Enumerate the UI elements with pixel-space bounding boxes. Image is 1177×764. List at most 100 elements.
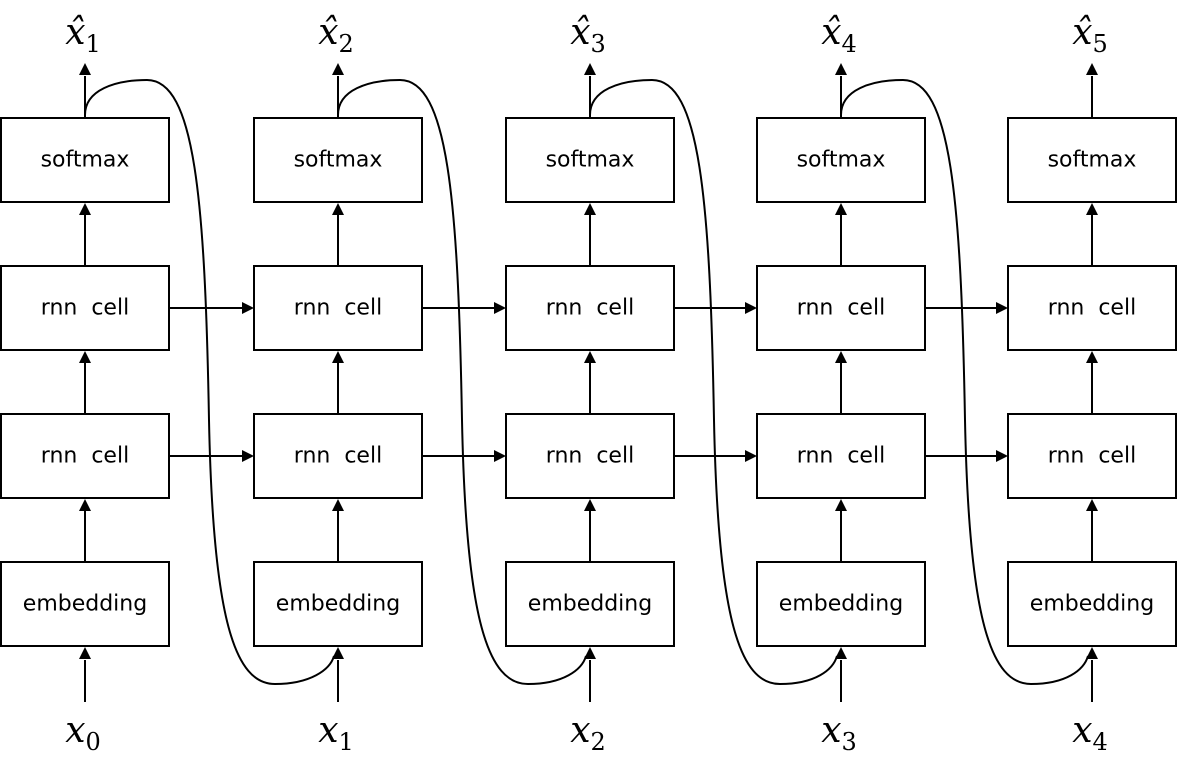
rnn-cell-lower-box: rnn cell — [0, 413, 170, 499]
input-label-2: x2 — [570, 710, 606, 756]
rnn-cell-lower-box-frame — [1007, 413, 1177, 499]
rnn-cell-lower-box-label: rnn cell — [797, 444, 885, 469]
rnn-cell-upper-box-frame — [253, 265, 423, 351]
embedding-box-label: embedding — [23, 592, 147, 617]
rnn-cell-upper-box: rnn cell — [756, 265, 926, 351]
recurrent-upper-arrowhead — [494, 302, 506, 314]
softmax-box: softmax — [253, 117, 423, 203]
rnn-cell-upper-box: rnn cell — [253, 265, 423, 351]
rnn-cell-upper-box-frame — [505, 265, 675, 351]
column-0: softmax rnn cell rnn cell embedding — [0, 117, 170, 647]
output-label-2: x̂3 — [570, 12, 606, 58]
embedding-box-label: embedding — [276, 592, 400, 617]
softmax-box: softmax — [1007, 117, 1177, 203]
rnn-to-rnn-arrowhead — [332, 351, 344, 363]
rnn-to-softmax-arrowhead — [79, 203, 91, 215]
feedback-curve — [84, 78, 335, 686]
rnn-to-softmax-arrowhead — [1086, 203, 1098, 215]
output-label-2-subscript: 3 — [591, 30, 606, 58]
recurrent-upper-arrowhead — [242, 302, 254, 314]
input-label-0-base: x — [65, 710, 85, 751]
input-label-1: x1 — [318, 710, 354, 756]
recurrent-lower-arrowhead — [745, 450, 757, 462]
input-label-1-subscript: 1 — [339, 728, 354, 756]
softmax-box: softmax — [756, 117, 926, 203]
column-2: softmax rnn cell rnn cell embedding — [505, 117, 675, 647]
embedding-box: embedding — [0, 561, 170, 647]
rnn-to-rnn-arrowhead — [1086, 351, 1098, 363]
rnn-cell-upper-box-frame — [756, 265, 926, 351]
rnn-cell-upper-box-label: rnn cell — [797, 296, 885, 321]
output-label-3: x̂4 — [821, 12, 857, 58]
output-label-1-subscript: 2 — [339, 30, 354, 58]
output-label-0-base: x̂ — [65, 12, 85, 53]
rnn-cell-lower-box-label: rnn cell — [294, 444, 382, 469]
recurrent-upper-arrowhead — [996, 302, 1008, 314]
output-label-3-base: x̂ — [821, 12, 841, 53]
rnn-to-rnn-arrowhead — [584, 351, 596, 363]
rnn-cell-upper-box: rnn cell — [1007, 265, 1177, 351]
input-label-2-base: x — [570, 710, 590, 751]
input-label-3: x3 — [821, 710, 857, 756]
output-arrowhead — [332, 63, 344, 75]
input-label-3-subscript: 3 — [842, 728, 857, 756]
output-label-3-subscript: 4 — [842, 30, 857, 58]
rnn-to-rnn-arrowhead — [79, 351, 91, 363]
rnn-cell-upper-box: rnn cell — [0, 265, 170, 351]
output-label-2-base: x̂ — [570, 12, 590, 53]
embedding-to-rnn-arrowhead — [332, 499, 344, 511]
rnn-to-softmax-arrowhead — [835, 203, 847, 215]
embedding-box: embedding — [253, 561, 423, 647]
embedding-box-frame — [253, 561, 423, 647]
softmax-box: softmax — [505, 117, 675, 203]
recurrent-lower-arrowhead — [494, 450, 506, 462]
input-label-0-subscript: 0 — [86, 728, 101, 756]
embedding-box-label: embedding — [1030, 592, 1154, 617]
output-label-0: x̂1 — [65, 12, 101, 58]
boxes-layer: softmax rnn cell rnn cell embedding softmax r… — [0, 117, 1177, 647]
rnn-to-softmax-arrowhead — [332, 203, 344, 215]
embedding-box: embedding — [756, 561, 926, 647]
input-arrowhead — [1086, 647, 1098, 659]
column-1: softmax rnn cell rnn cell embedding — [253, 117, 423, 647]
input-arrowhead — [332, 647, 344, 659]
softmax-box-label: softmax — [546, 148, 635, 173]
embedding-box-frame — [1007, 561, 1177, 647]
softmax-box-label: softmax — [294, 148, 383, 173]
feedback-curve — [840, 78, 1089, 686]
output-arrowhead — [1086, 63, 1098, 75]
recurrent-lower-arrowhead — [242, 450, 254, 462]
rnn-cell-lower-box-frame — [505, 413, 675, 499]
rnn-cell-lower-box: rnn cell — [253, 413, 423, 499]
input-arrowhead — [79, 647, 91, 659]
input-arrowhead — [584, 647, 596, 659]
feedback-curve — [337, 78, 587, 686]
embedding-box-label: embedding — [528, 592, 652, 617]
output-arrowhead — [835, 63, 847, 75]
column-3: softmax rnn cell rnn cell embedding — [756, 117, 926, 647]
input-label-3-base: x — [821, 710, 841, 751]
embedding-to-rnn-arrowhead — [835, 499, 847, 511]
embedding-to-rnn-arrowhead — [79, 499, 91, 511]
rnn-cell-upper-box-frame — [1007, 265, 1177, 351]
output-label-1: x̂2 — [318, 12, 354, 58]
rnn-to-softmax-arrowhead — [584, 203, 596, 215]
output-arrowhead — [79, 63, 91, 75]
input-label-0: x0 — [65, 710, 101, 756]
softmax-box-label: softmax — [41, 148, 130, 173]
rnn-cell-upper-box: rnn cell — [505, 265, 675, 351]
softmax-box-frame — [1007, 117, 1177, 203]
output-label-4: x̂5 — [1072, 12, 1108, 58]
softmax-box-frame — [253, 117, 423, 203]
rnn-cell-upper-box-label: rnn cell — [41, 296, 129, 321]
rnn-cell-upper-box-label: rnn cell — [546, 296, 634, 321]
rnn-cell-lower-box-frame — [756, 413, 926, 499]
rnn-cell-lower-box: rnn cell — [505, 413, 675, 499]
softmax-box-label: softmax — [1048, 148, 1137, 173]
embedding-to-rnn-arrowhead — [584, 499, 596, 511]
input-arrowhead — [835, 647, 847, 659]
feedback-curve — [589, 78, 838, 686]
